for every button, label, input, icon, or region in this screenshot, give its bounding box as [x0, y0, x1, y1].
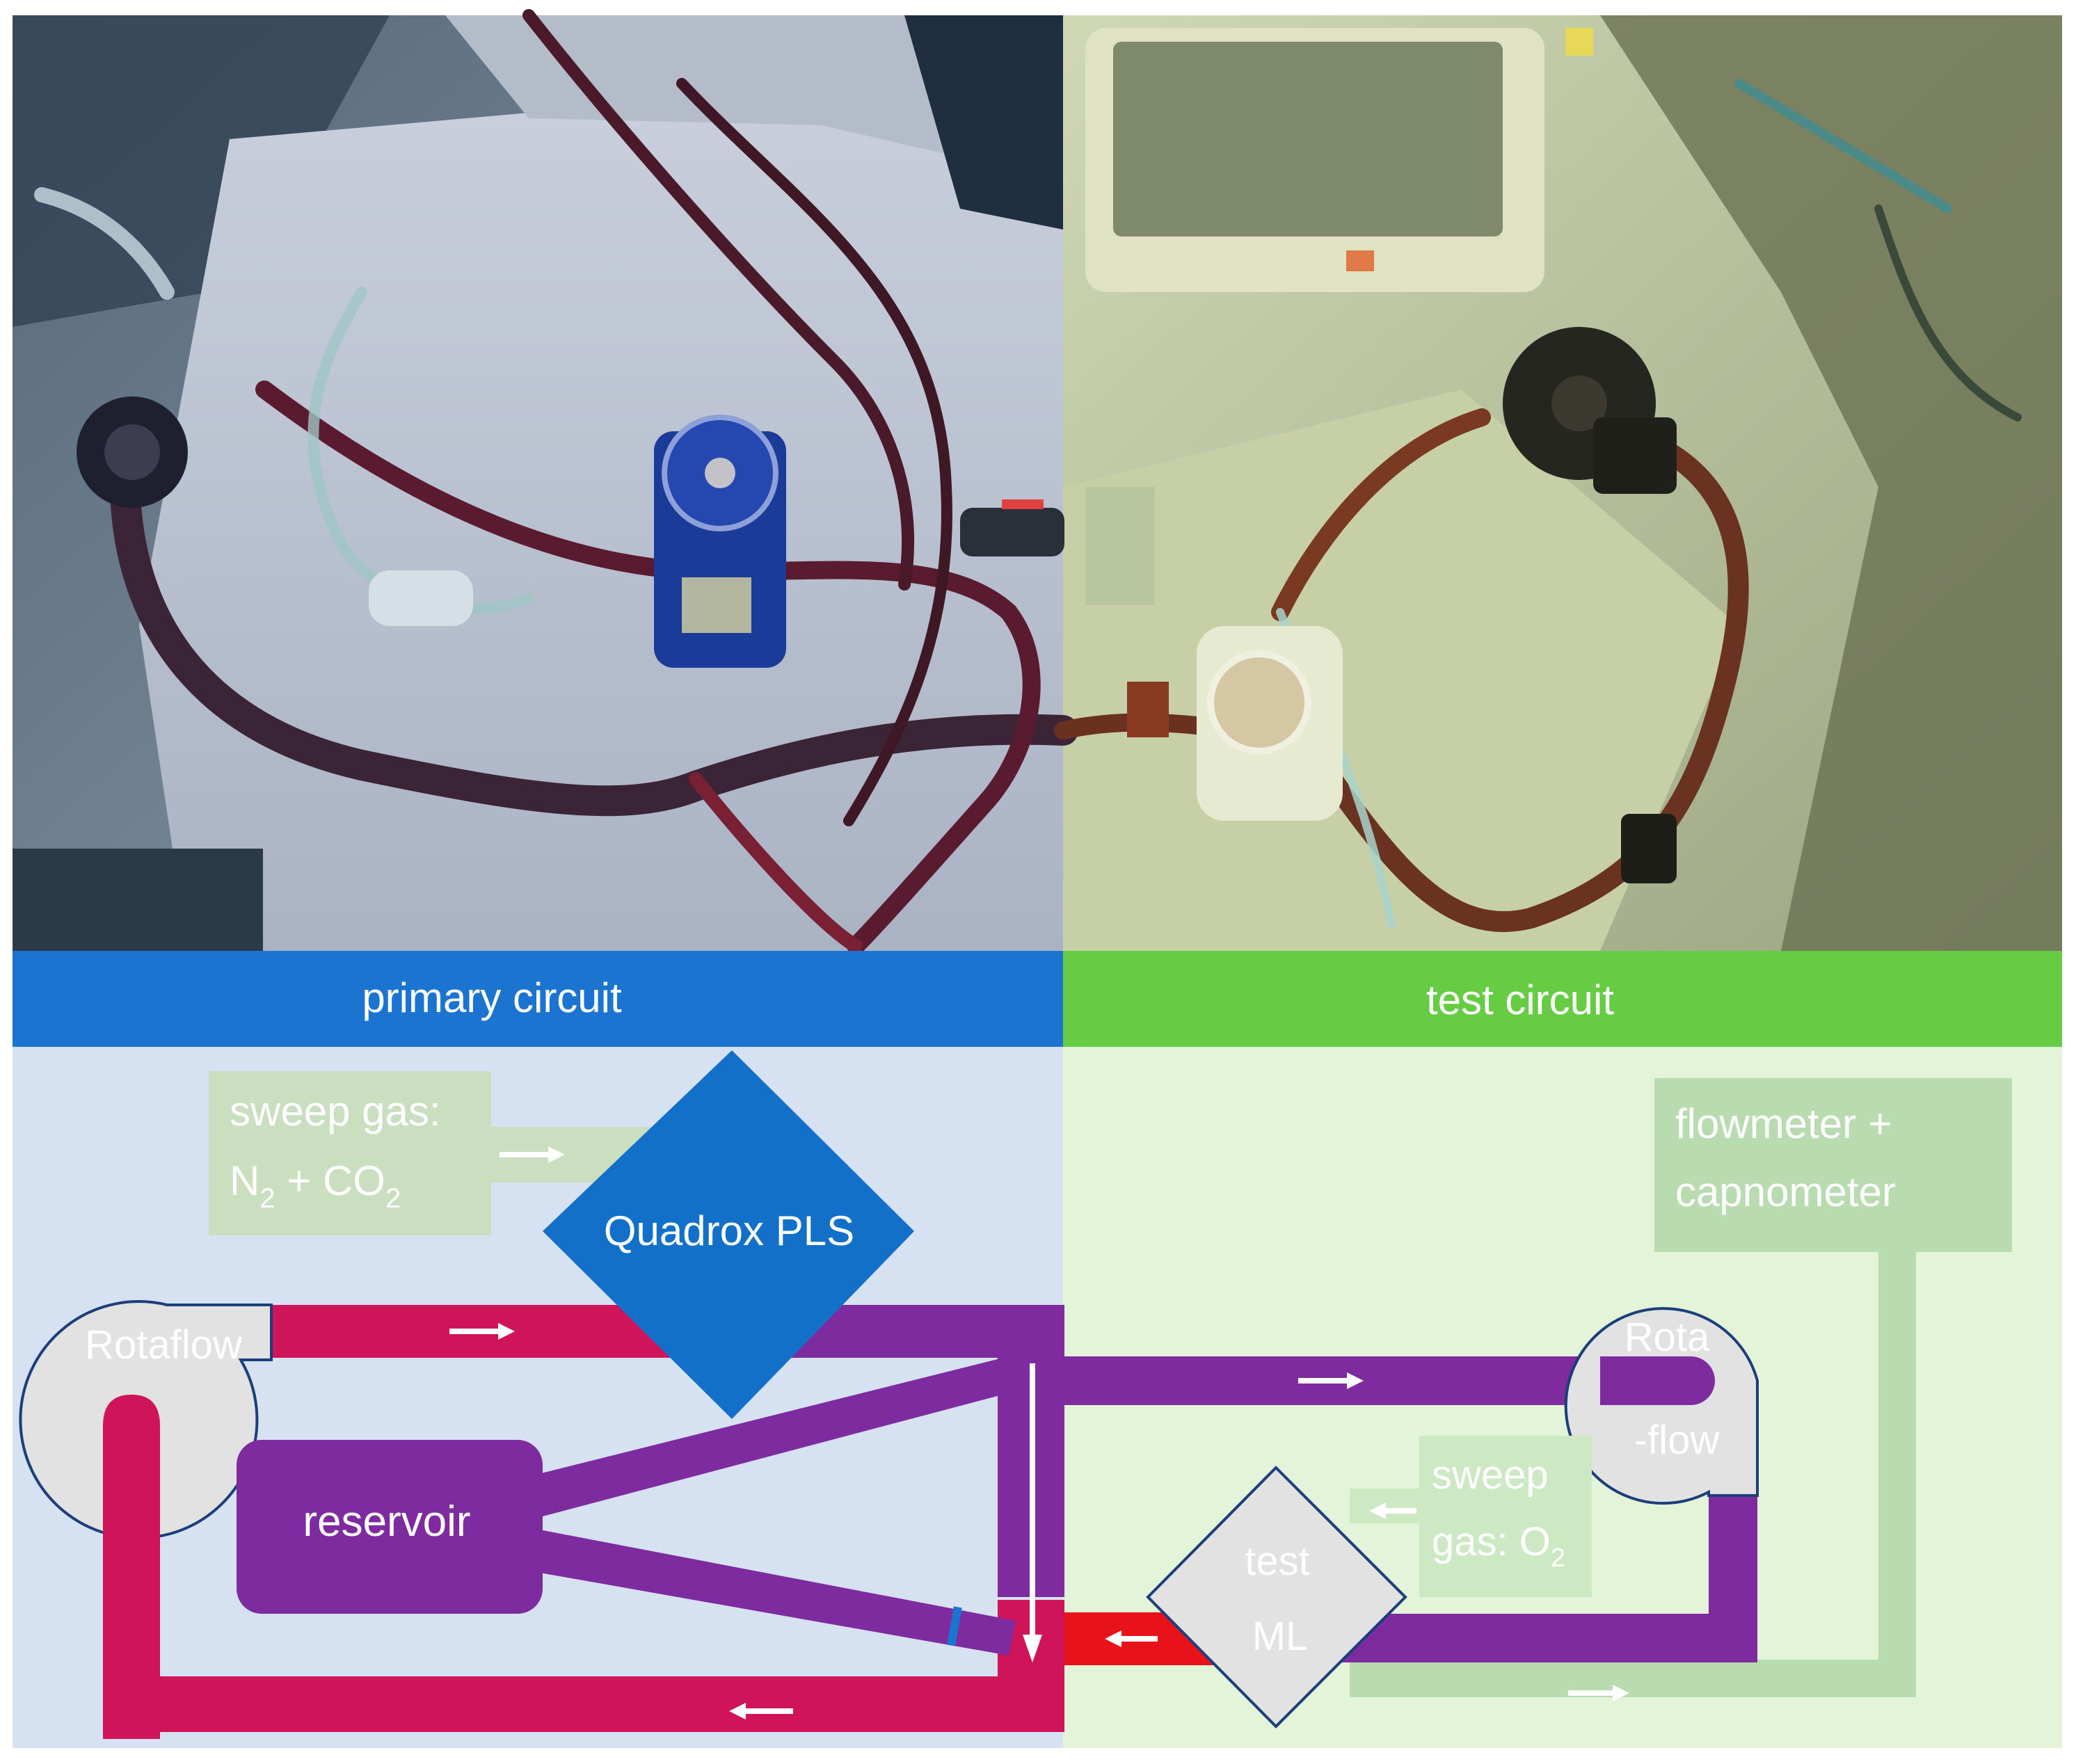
arrow-test-ml-return [1105, 1630, 1158, 1647]
reservoir: reservoir [237, 1440, 543, 1614]
tube-bottom-return [103, 1676, 1064, 1732]
tube-reservoir-lower [536, 1530, 1016, 1655]
sweep-gas-test-line2: gas: O2 [1432, 1519, 1565, 1573]
exhaust-gas-line [1350, 1660, 1916, 1697]
test-circuit-header-bar [1063, 951, 2062, 1047]
tube-reservoir-upper [536, 1356, 1016, 1516]
primary-circuit-header-bar [13, 951, 1063, 1047]
arrow-bottom-return [729, 1703, 793, 1719]
arrow-sweep-test [1369, 1502, 1416, 1519]
sweep-gas-primary-box: sweep gas: N2 + CO2 [209, 1071, 491, 1235]
test-ml-label-line2: ML [1252, 1614, 1309, 1659]
sweep-gas-primary-line2: N2 + CO2 [230, 1157, 401, 1214]
arrow-sweep-primary [500, 1146, 565, 1163]
tube-to-test-ml [1322, 1614, 1757, 1662]
rotaflow-test-pump: Rota -flow [1564, 1307, 1759, 1505]
quadrox-label: Quadrox PLS [604, 1208, 854, 1254]
photo-left-bottom-dark [13, 849, 263, 951]
test-ml-shape [1146, 1466, 1407, 1729]
test-gas-lines [1350, 1252, 1916, 1697]
rota-label-line2: -flow [1634, 1418, 1720, 1463]
photo-sticker-orange [1346, 250, 1374, 271]
photo-right-dark-area [1600, 15, 2062, 951]
tube-clamp-marker [947, 1606, 962, 1646]
rota-label-line1: Rota [1624, 1315, 1710, 1360]
reservoir-shape [237, 1440, 543, 1614]
photo-panel [13, 9, 2062, 955]
sweep-gas-test-shape [1419, 1436, 1592, 1597]
photo-left-upper-surface [445, 15, 1063, 181]
test-membrane-lung: test ML [1146, 1466, 1407, 1729]
primary-circuit-label: primary circuit [362, 975, 622, 1021]
flow-arrows [449, 1146, 1629, 1719]
sweep-gas-primary-shape [209, 1071, 491, 1235]
arrow-arterial-top [449, 1323, 515, 1340]
test-circuit-label: test circuit [1426, 977, 1614, 1023]
flowmeter-pipe [1878, 1252, 1916, 1697]
flowmeter-capnometer-box: flowmeter + capnometer [1654, 1078, 2012, 1252]
photo-sticker-yellow [1565, 28, 1593, 56]
sweep-gas-primary-line1: sweep gas: [230, 1088, 441, 1134]
reservoir-label: reservoir [303, 1498, 470, 1546]
photo-devices [77, 327, 1677, 883]
flow-arrow-junction-head [1023, 1635, 1042, 1662]
flowmeter-shape [1654, 1078, 2012, 1252]
photo-bench-surface [139, 83, 1063, 951]
arrow-test-line [1298, 1372, 1364, 1389]
quadrox-shape [543, 1050, 914, 1419]
quadrox-oxygenator: Quadrox PLS [543, 1050, 914, 1419]
flowmeter-line1: flowmeter + [1675, 1100, 1892, 1147]
arrow-exhaust [1568, 1685, 1629, 1701]
rotaflow-primary-label: Rotaflow [85, 1322, 243, 1368]
tube-left-riser-top [103, 1395, 160, 1739]
photo-left-dark-area [13, 15, 390, 327]
sweep-gas-o2-connector [1350, 1489, 1426, 1523]
sweep-gas-test-line1: sweep [1432, 1452, 1549, 1498]
sweep-gas-test-box: sweep gas: O2 [1419, 1436, 1592, 1597]
photo-left-dark-corner [904, 15, 1063, 230]
test-ml-label-line1: test [1245, 1539, 1310, 1584]
flowmeter-line2: capnometer [1675, 1169, 1896, 1215]
photo-monitor-screen [1113, 42, 1503, 236]
